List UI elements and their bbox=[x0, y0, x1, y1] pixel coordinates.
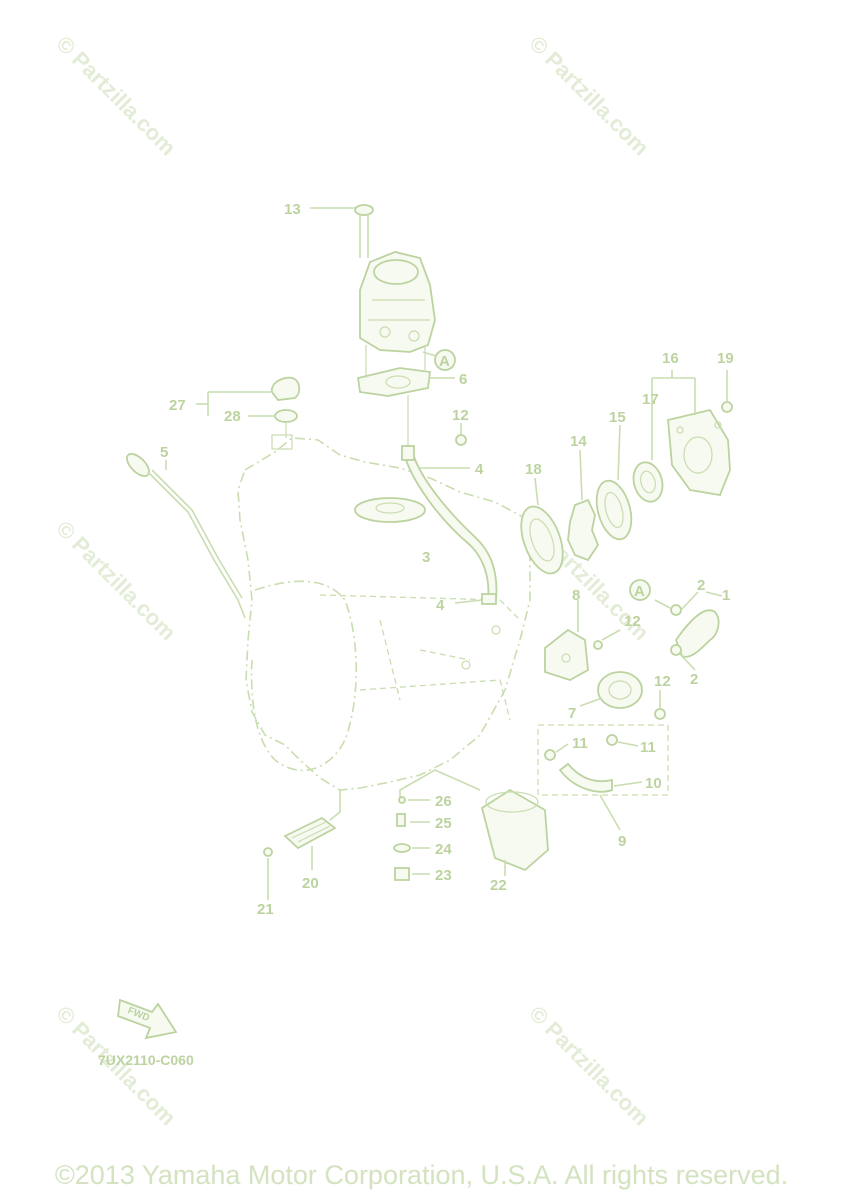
callout-15: 15 bbox=[609, 409, 626, 426]
callout-6: 6 bbox=[459, 371, 467, 388]
callout-3: 3 bbox=[422, 549, 430, 566]
callout-11: 11 bbox=[572, 735, 588, 752]
callout-24: 24 bbox=[435, 841, 452, 858]
engine-block bbox=[237, 434, 531, 791]
watermark: © Partzilla.com bbox=[51, 516, 180, 645]
oil-cap-27 bbox=[196, 376, 301, 438]
callout-21: 21 bbox=[257, 901, 274, 918]
oil-pipe-3 bbox=[401, 395, 498, 605]
watermark: © Partzilla.com bbox=[524, 31, 653, 160]
strainer-20 bbox=[263, 790, 341, 900]
callout-27: 27 bbox=[169, 397, 186, 414]
drain-parts bbox=[393, 796, 430, 881]
bracket-8 bbox=[544, 600, 621, 681]
callout-20: 20 bbox=[302, 875, 319, 892]
reference-marker: A bbox=[439, 353, 450, 370]
callout-28: 28 bbox=[224, 408, 241, 425]
copyright-notice: ©2013 Yamaha Motor Corporation, U.S.A. A… bbox=[54, 1160, 789, 1190]
callout-18: 18 bbox=[525, 461, 542, 478]
callout-12: 12 bbox=[624, 613, 641, 630]
callout-12: 12 bbox=[654, 673, 671, 690]
callout-25: 25 bbox=[435, 815, 452, 832]
cover-7 bbox=[579, 671, 666, 720]
oil-pump-housing bbox=[359, 251, 436, 353]
callout-23: 23 bbox=[435, 867, 452, 884]
callout-9: 9 bbox=[618, 833, 626, 850]
callout-7: 7 bbox=[568, 705, 576, 722]
pump-assembly-parts bbox=[520, 370, 733, 575]
callout-22: 22 bbox=[490, 877, 507, 894]
callout-12: 12 bbox=[452, 407, 469, 424]
bolt-13 bbox=[310, 204, 374, 258]
fwd-arrow-icon: FWD bbox=[117, 998, 178, 1040]
callout-4: 4 bbox=[475, 461, 484, 478]
callout-10: 10 bbox=[645, 775, 662, 792]
hose-1 bbox=[654, 591, 723, 671]
callout-16: 16 bbox=[662, 350, 679, 367]
callout-numbers: 1 2 2 3 4 4 5 6 7 8 9 10 11 11 12 12 12 … bbox=[160, 201, 734, 918]
callout-19: 19 bbox=[717, 350, 734, 367]
callout-17: 17 bbox=[642, 391, 659, 408]
gasket-6 bbox=[356, 345, 455, 397]
kit-9 bbox=[537, 724, 669, 831]
callout-2: 2 bbox=[697, 577, 705, 594]
callout-14: 14 bbox=[570, 433, 587, 450]
callout-1: 1 bbox=[722, 587, 730, 604]
callout-8: 8 bbox=[572, 587, 580, 604]
callout-11: 11 bbox=[640, 739, 656, 756]
diagram-code: 7UX2110-C060 bbox=[98, 1052, 194, 1068]
watermark: © Partzilla.com bbox=[51, 31, 180, 160]
reference-marker-a: A A bbox=[422, 349, 651, 601]
callout-26: 26 bbox=[435, 793, 452, 810]
oil-filter-22 bbox=[399, 769, 549, 876]
callout-2: 2 bbox=[690, 671, 698, 688]
callout-4: 4 bbox=[436, 597, 445, 614]
bolt-12-top bbox=[455, 423, 467, 446]
callout-13: 13 bbox=[284, 201, 301, 218]
callout-5: 5 bbox=[160, 444, 168, 461]
dipstick-5 bbox=[126, 453, 246, 619]
watermark: © Partzilla.com bbox=[524, 1001, 653, 1130]
reference-marker: A bbox=[634, 583, 645, 600]
watermarks: © Partzilla.com © Partzilla.com © Partzi… bbox=[51, 31, 653, 1130]
